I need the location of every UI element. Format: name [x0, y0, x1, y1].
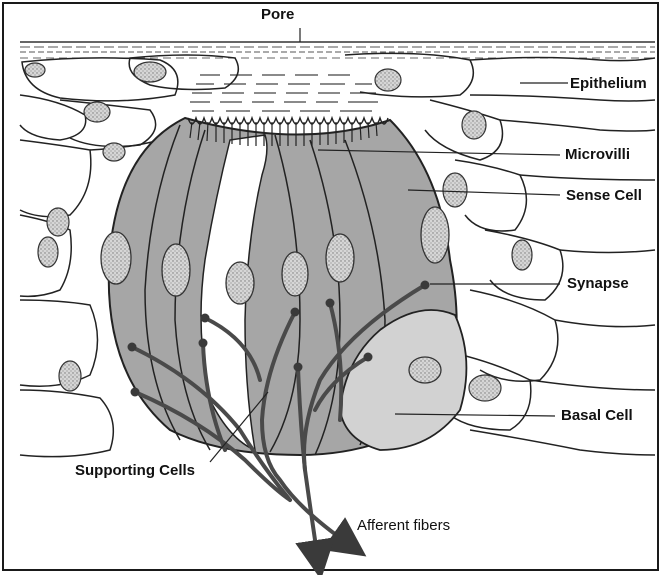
label-supporting-cells: Supporting Cells: [75, 462, 195, 479]
pore-fluid: [190, 75, 378, 111]
label-afferent-fibers: Afferent fibers: [357, 517, 450, 534]
label-synapse: Synapse: [567, 275, 629, 292]
label-sense-cell: Sense Cell: [566, 187, 642, 204]
label-basal-cell: Basal Cell: [561, 407, 633, 424]
label-microvilli: Microvilli: [565, 146, 630, 163]
label-pore: Pore: [261, 6, 294, 23]
surface-layer: [20, 42, 655, 58]
label-epithelium: Epithelium: [570, 75, 647, 92]
